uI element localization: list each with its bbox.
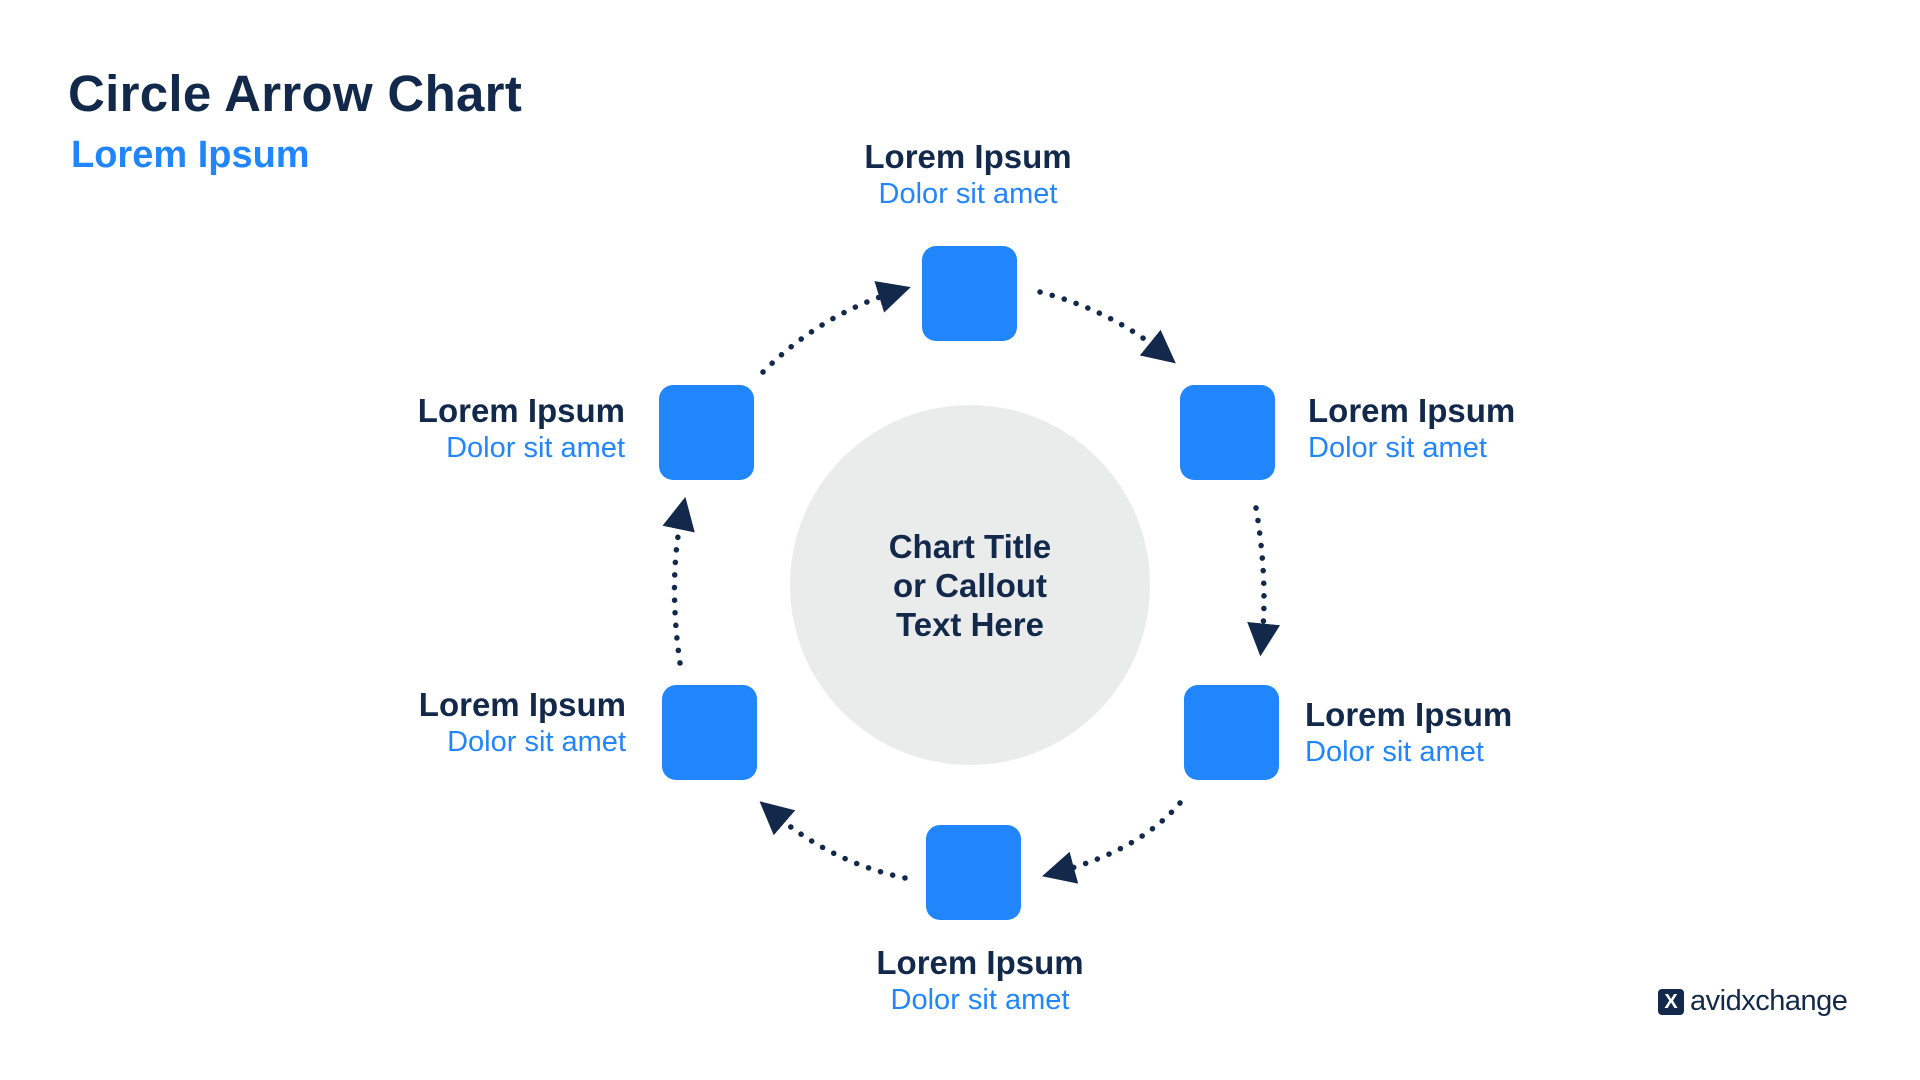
step-subtitle: Dolor sit amet <box>446 432 625 464</box>
arrow-upper-left-to-top <box>760 281 911 375</box>
step-subtitle: Dolor sit amet <box>878 178 1058 210</box>
arrow-lower-left-to-upper-left <box>662 496 695 666</box>
step-box-top <box>922 246 1017 341</box>
step-label-bottom: Lorem Ipsum Dolor sit amet <box>830 944 1130 1018</box>
step-box-bottom <box>926 825 1021 920</box>
step-subtitle: Dolor sit amet <box>1305 736 1484 768</box>
center-callout-line-2: or Callout <box>893 566 1047 604</box>
arrow-upper-right-to-lower-right <box>1247 505 1281 657</box>
step-title: Lorem Ipsum <box>1305 696 1513 733</box>
arrow-lower-right-to-bottom <box>1042 800 1183 884</box>
step-label-lower-left: Lorem Ipsum Dolor sit amet <box>326 686 626 760</box>
step-title: Lorem Ipsum <box>418 686 626 723</box>
brand-logo-icon: X <box>1658 988 1684 1015</box>
arrow-bottom-to-lower-left <box>759 801 908 881</box>
arrow-top-to-upper-right <box>1037 289 1176 364</box>
step-label-lower-right: Lorem Ipsum Dolor sit amet <box>1305 696 1605 770</box>
page-title: Circle Arrow Chart <box>68 65 523 122</box>
center-callout-circle: Chart Title or Callout Text Here <box>790 405 1150 765</box>
center-callout-line-3: Text Here <box>896 605 1044 643</box>
step-label-upper-left: Lorem Ipsum Dolor sit amet <box>325 392 625 466</box>
step-title: Lorem Ipsum <box>1308 392 1516 429</box>
brand-wordmark: avidxchange <box>1690 985 1848 1017</box>
step-title: Lorem Ipsum <box>417 392 625 429</box>
page-subtitle: Lorem Ipsum <box>71 134 310 176</box>
brand-logo: X avidxchange <box>1658 985 1848 1018</box>
step-title: Lorem Ipsum <box>876 944 1084 981</box>
step-box-lower-right <box>1184 685 1279 780</box>
step-subtitle: Dolor sit amet <box>890 984 1070 1016</box>
step-box-upper-right <box>1180 385 1275 480</box>
step-subtitle: Dolor sit amet <box>1308 432 1487 464</box>
step-label-upper-right: Lorem Ipsum Dolor sit amet <box>1308 392 1608 466</box>
step-box-upper-left <box>659 385 754 480</box>
step-box-lower-left <box>662 685 757 780</box>
step-title: Lorem Ipsum <box>864 138 1072 175</box>
center-callout-line-1: Chart Title <box>888 527 1052 565</box>
center-callout-text: Chart Title or Callout Text Here <box>850 527 1090 644</box>
step-label-top: Lorem Ipsum Dolor sit amet <box>818 138 1118 212</box>
step-subtitle: Dolor sit amet <box>447 726 626 758</box>
